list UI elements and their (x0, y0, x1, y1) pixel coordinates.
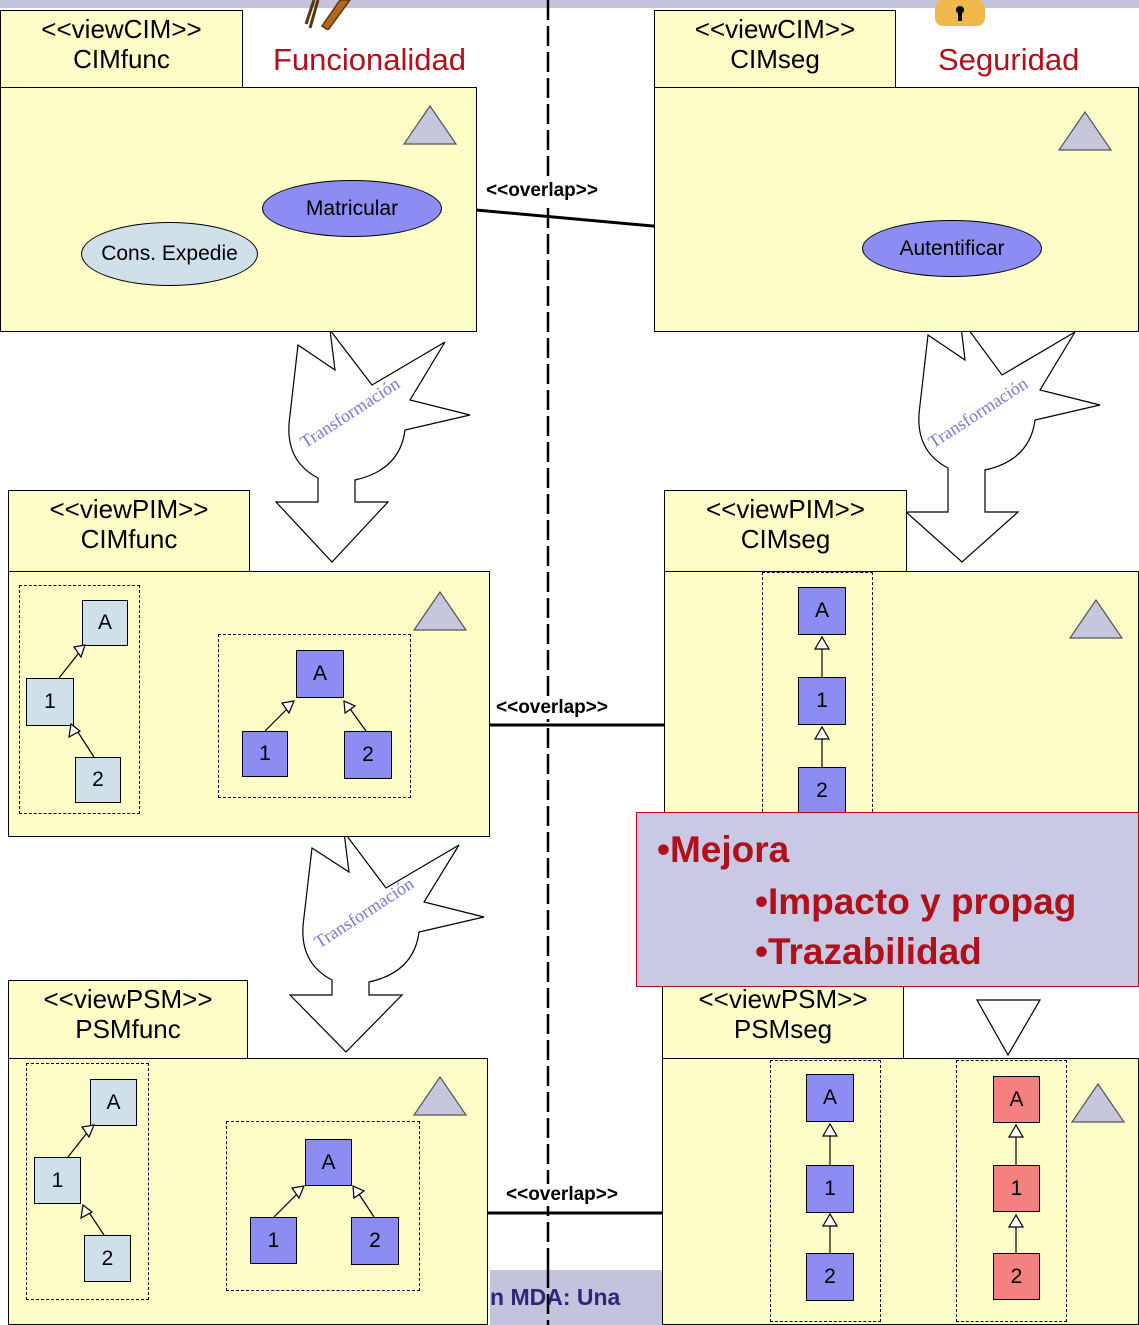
transformation-arrow-3 (288, 829, 485, 1053)
usecase-autentificar[interactable]: Autentificar (862, 220, 1042, 277)
class-box[interactable]: 1 (34, 1157, 81, 1204)
package-name: CIMfunc (80, 524, 178, 554)
inheritance-arrows (67, 1124, 105, 1236)
class-group (26, 1063, 149, 1300)
class-box[interactable]: A (90, 1079, 137, 1126)
callout-item: •Impacto y propag (755, 881, 1077, 922)
class-group (19, 585, 140, 814)
class-group (218, 634, 411, 798)
inheritance-arrows (813, 635, 831, 767)
class-box[interactable]: 1 (250, 1217, 297, 1264)
class-box[interactable]: A (305, 1139, 352, 1186)
class-box[interactable]: 2 (798, 767, 846, 815)
package-tab-cim-func[interactable]: <<viewCIM>> CIMfunc (0, 10, 243, 88)
inheritance-arrows (273, 1185, 375, 1218)
package-name: PSMseg (733, 1014, 833, 1044)
package-stereotype: <<viewCIM>> (694, 14, 856, 44)
package-triangle-icon (402, 104, 458, 145)
class-box[interactable]: 2 (344, 731, 392, 779)
footer-bar: n MDA: Una (490, 1270, 662, 1325)
title-seguridad: Seguridad (938, 42, 1080, 77)
package-name: CIMseg (730, 44, 820, 74)
package-tab-psm-func[interactable]: <<viewPSM>> PSMfunc (8, 980, 248, 1059)
transformation-arrow-1 (274, 327, 471, 563)
class-box[interactable]: 1 (798, 677, 846, 725)
package-name: CIMseg (740, 524, 831, 554)
callout-box: •Mejora •Impacto y propag •Trazabilidad (636, 812, 1139, 987)
package-stereotype: <<viewPIM>> (706, 494, 865, 524)
package-stereotype: <<viewPSM>> (43, 984, 213, 1014)
package-triangle-icon (412, 590, 468, 631)
class-box[interactable]: A (806, 1074, 854, 1122)
class-box[interactable]: 2 (993, 1253, 1040, 1300)
inheritance-arrows (1007, 1123, 1025, 1253)
package-psm-seg[interactable] (662, 1058, 1139, 1325)
class-box[interactable]: 1 (993, 1165, 1040, 1212)
class-group (770, 1060, 881, 1322)
package-tab-cim-seg[interactable]: <<viewCIM>> CIMseg (654, 10, 896, 88)
overlap-label: <<overlap>> (494, 697, 610, 719)
package-tab-pim-func[interactable]: <<viewPIM>> CIMfunc (8, 490, 250, 572)
package-name: PSMfunc (75, 1014, 181, 1044)
callout-item: •Trazabilidad (755, 931, 982, 972)
usecase-matricular[interactable]: Matricular (262, 180, 442, 237)
package-triangle-icon (412, 1075, 468, 1116)
class-box[interactable]: 1 (806, 1165, 854, 1213)
package-triangle-icon (1068, 598, 1124, 639)
padlock-icon (935, 0, 985, 30)
class-box[interactable]: A (798, 587, 846, 635)
class-box[interactable]: A (296, 650, 344, 698)
package-triangle-icon (1057, 110, 1113, 151)
package-stereotype: <<viewPSM>> (698, 984, 868, 1014)
class-box[interactable]: A (82, 600, 128, 646)
class-box[interactable]: 2 (75, 757, 121, 803)
class-box[interactable]: 1 (26, 678, 74, 726)
class-box[interactable]: 1 (242, 731, 288, 777)
inheritance-arrows (264, 700, 367, 732)
package-triangle-icon (1070, 1082, 1126, 1123)
pencil-icon (300, 0, 360, 32)
package-stereotype: <<viewCIM>> (41, 14, 202, 44)
transformation-arrow-2 (904, 315, 1101, 563)
class-box[interactable]: 2 (351, 1217, 399, 1265)
package-stereotype: <<viewPIM>> (49, 494, 209, 524)
footer-text: n MDA: Una (490, 1284, 621, 1310)
package-tab-psm-seg[interactable]: <<viewPSM>> PSMseg (662, 980, 904, 1059)
title-funcionalidad: Funcionalidad (273, 42, 467, 77)
usecase-cons-expediente[interactable]: Cons. Expedie (81, 222, 258, 286)
overlap-label: <<overlap>> (484, 180, 600, 202)
class-box[interactable]: 2 (84, 1235, 131, 1282)
inheritance-arrows (58, 644, 95, 758)
package-pim-seg[interactable] (664, 571, 1139, 821)
class-box[interactable]: A (993, 1076, 1040, 1123)
overlap-label: <<overlap>> (504, 1184, 620, 1206)
transformation-arrow-4 (975, 999, 1042, 1057)
inheritance-arrows (821, 1122, 839, 1253)
class-group (226, 1121, 420, 1291)
class-box[interactable]: 2 (806, 1253, 854, 1301)
class-group (956, 1060, 1067, 1322)
package-name: CIMfunc (73, 44, 170, 74)
callout-main: •Mejora (657, 829, 790, 870)
